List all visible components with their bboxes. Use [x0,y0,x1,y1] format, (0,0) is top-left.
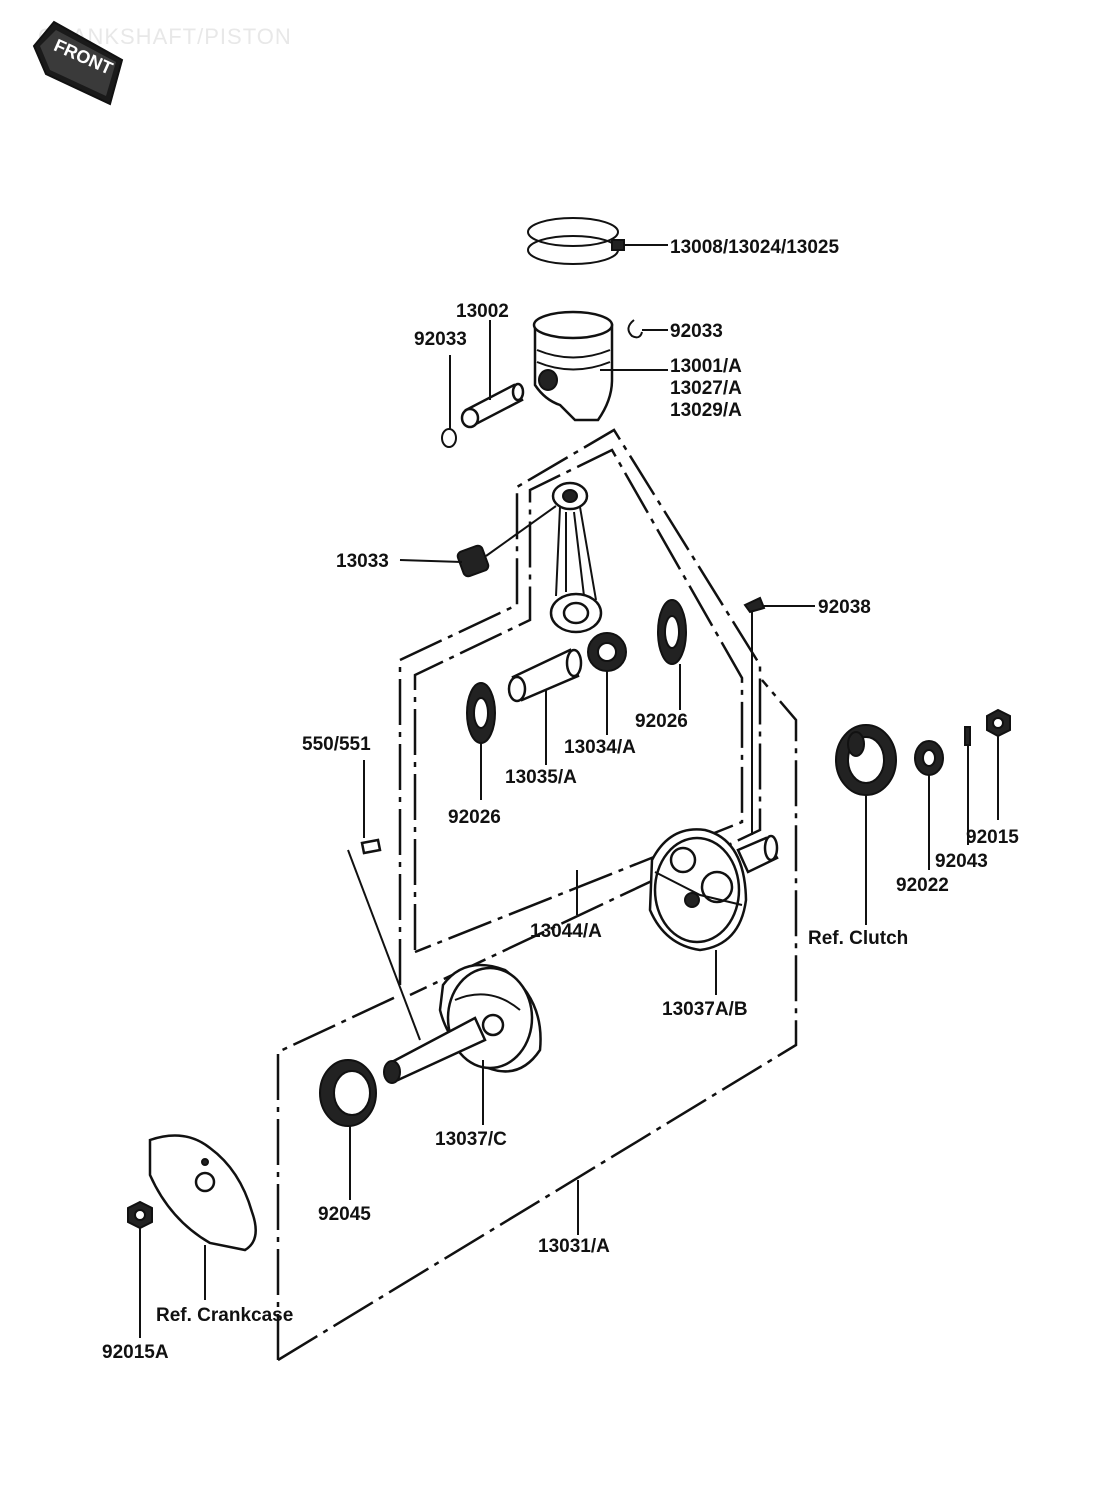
clutch-pin [964,726,971,746]
label-pin: 92043 [935,851,988,872]
label-crank-pin: 13035/A [505,767,577,788]
label-clutch-washer: 92022 [896,875,949,896]
crankshaft-assy-outline [276,993,401,1360]
label-ref-crankcase: Ref. Crankcase [156,1305,293,1326]
label-piston-1: 13001/A [670,356,742,377]
label-piston-2: 13027/A [670,378,742,399]
crank-pin [507,648,583,703]
woodruff-key-right [743,596,766,614]
label-piston-pin: 13002 [456,301,509,322]
small-end-bearing [456,544,490,578]
label-piston-rings: 13008/13024/13025 [670,237,839,258]
label-small-end-bearing: 13033 [336,551,389,572]
crankshaft-assy-outline-b [277,679,798,1362]
nut-left [127,1200,153,1230]
crank-half-left [383,963,542,1084]
piston-pin [460,382,525,429]
con-rod-assy-inner-outline [413,448,744,954]
clutch-gear [835,724,897,796]
label-key-crank: 550/551 [302,734,371,755]
piston-rings [527,217,625,265]
label-nut-right: 92015 [966,827,1019,848]
label-circlip-left: 92033 [414,329,467,350]
label-con-rod-assy: 13044/A [530,921,602,942]
label-piston-3: 13029/A [670,400,742,421]
label-crankshaft-assy: 13031/A [538,1236,610,1257]
label-washer-left: 92026 [448,807,501,828]
connecting-rod [549,481,603,634]
label-crank-half-left: 13037/C [435,1129,507,1150]
crankcase-cover [148,1134,257,1252]
clutch-washer [914,740,944,776]
label-washer-right: 92026 [635,711,688,732]
label-nut-left: 92015A [102,1342,169,1363]
label-ref-clutch: Ref. Clutch [808,928,908,949]
label-main-bearing: 92045 [318,1204,371,1225]
thrust-washer-left [466,682,496,744]
label-bearing: 13034/A [564,737,636,758]
crank-half-right [648,828,779,952]
con-rod-assy-outline [398,428,762,997]
front-arrow-icon: FRONT [32,20,124,106]
circlip-right [627,319,643,339]
main-bearing [319,1059,377,1127]
nut-right [986,708,1011,738]
circlip-left [441,428,457,448]
piston [532,310,614,422]
leader-lines [139,244,999,1338]
label-crank-half-right: 13037A/B [662,999,748,1020]
label-woodruff-key: 92038 [818,597,871,618]
label-circlip-right: 92033 [670,321,723,342]
big-end-bearing [587,632,627,672]
woodruff-key-left [360,838,382,855]
thrust-washer-right [657,599,687,665]
